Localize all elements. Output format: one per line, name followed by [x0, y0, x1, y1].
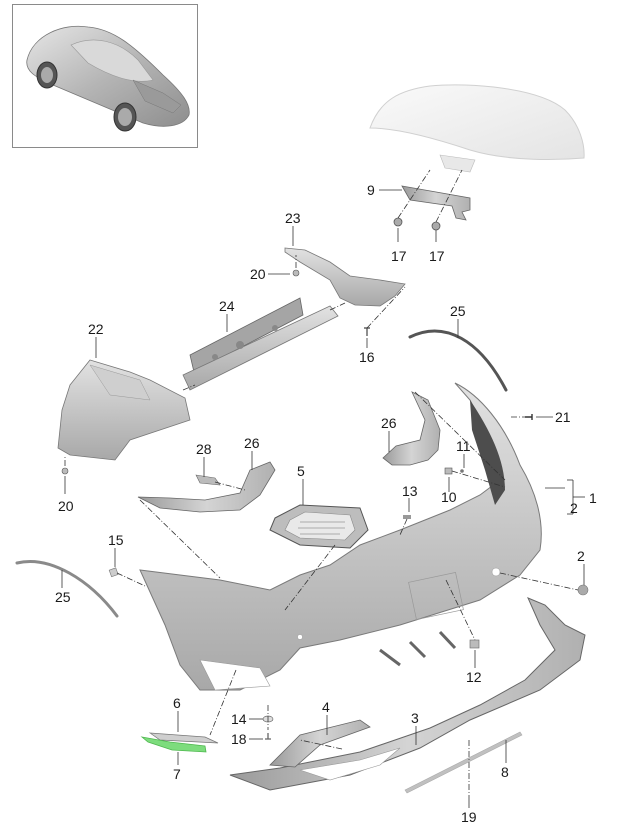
part-5-grille[interactable] [269, 504, 369, 549]
part-26-bracket-right[interactable] [382, 391, 441, 466]
part-15-clip[interactable] [108, 567, 119, 578]
vehicle-thumbnail[interactable] [12, 4, 198, 148]
callout-10[interactable]: 10 [441, 489, 457, 505]
part-20-nut-b[interactable] [61, 467, 69, 475]
part-13-clip[interactable] [403, 515, 411, 519]
body-panel [369, 84, 585, 173]
callout-24[interactable]: 24 [219, 298, 235, 314]
callout-12[interactable]: 12 [466, 669, 482, 685]
callout-20b[interactable]: 20 [58, 498, 74, 514]
callout-3[interactable]: 3 [411, 710, 419, 726]
callout-25a[interactable]: 25 [450, 303, 466, 319]
part-25-trim-right[interactable] [408, 329, 508, 392]
callout-23[interactable]: 23 [285, 210, 301, 226]
callout-7[interactable]: 7 [173, 766, 181, 782]
callout-6[interactable]: 6 [173, 695, 181, 711]
callout-21[interactable]: 21 [555, 409, 571, 425]
part-9-bracket[interactable] [401, 185, 471, 221]
part-12-bracket[interactable] [469, 639, 480, 649]
part-6-strip[interactable] [148, 732, 219, 744]
callout-16[interactable]: 16 [359, 349, 375, 365]
part-16-screw[interactable] [364, 327, 370, 336]
part-21-screw[interactable] [525, 414, 533, 420]
part-20-nut-a[interactable] [292, 269, 300, 277]
callout-19[interactable]: 19 [461, 809, 477, 825]
part-17-nut-b[interactable] [431, 221, 441, 231]
part-23-cover[interactable] [284, 247, 406, 307]
car-icon [26, 25, 190, 132]
part-1-bumper-cover[interactable] [139, 382, 542, 691]
part-22-heat-shield[interactable] [57, 359, 191, 461]
part-24-rail[interactable] [182, 297, 339, 391]
callout-11[interactable]: 11 [456, 438, 471, 454]
part-3-diffuser[interactable] [229, 597, 586, 791]
callout-leaders [61, 189, 585, 808]
callout-5[interactable]: 5 [297, 463, 305, 479]
callout-18[interactable]: 18 [231, 731, 247, 747]
callout-14[interactable]: 14 [231, 711, 247, 727]
callout-26a[interactable]: 26 [381, 415, 397, 431]
callout-20a[interactable]: 20 [250, 266, 266, 282]
callout-15[interactable]: 15 [108, 532, 124, 548]
callout-17a[interactable]: 17 [391, 248, 407, 264]
callout-1[interactable]: 1 [589, 490, 597, 506]
callout-4[interactable]: 4 [322, 699, 330, 715]
part-8-strip[interactable] [404, 731, 523, 794]
part-10-clip[interactable] [444, 467, 453, 475]
callout-2b[interactable]: 2 [577, 548, 585, 564]
callout-17b[interactable]: 17 [429, 248, 445, 264]
part-2-cap[interactable] [577, 584, 589, 596]
callout-8[interactable]: 8 [501, 764, 509, 780]
part-25-trim-left[interactable] [15, 560, 119, 618]
callout-26b[interactable]: 26 [244, 435, 260, 451]
part-4-insert[interactable] [269, 719, 371, 768]
assembly-lines [64, 169, 579, 795]
callout-2a[interactable]: 2 [570, 500, 578, 516]
callout-25b[interactable]: 25 [55, 589, 71, 605]
part-28-clip[interactable] [195, 474, 221, 486]
part-26-bracket-left[interactable] [137, 461, 276, 513]
callout-9[interactable]: 9 [367, 182, 375, 198]
part-17-nut-a[interactable] [393, 217, 403, 227]
part-11-screw[interactable] [460, 469, 464, 473]
part-7-strip-highlighted[interactable] [140, 736, 207, 753]
callout-13[interactable]: 13 [402, 483, 418, 499]
callout-22[interactable]: 22 [88, 321, 104, 337]
part-18-screw[interactable] [265, 733, 271, 740]
callout-28[interactable]: 28 [196, 441, 212, 457]
